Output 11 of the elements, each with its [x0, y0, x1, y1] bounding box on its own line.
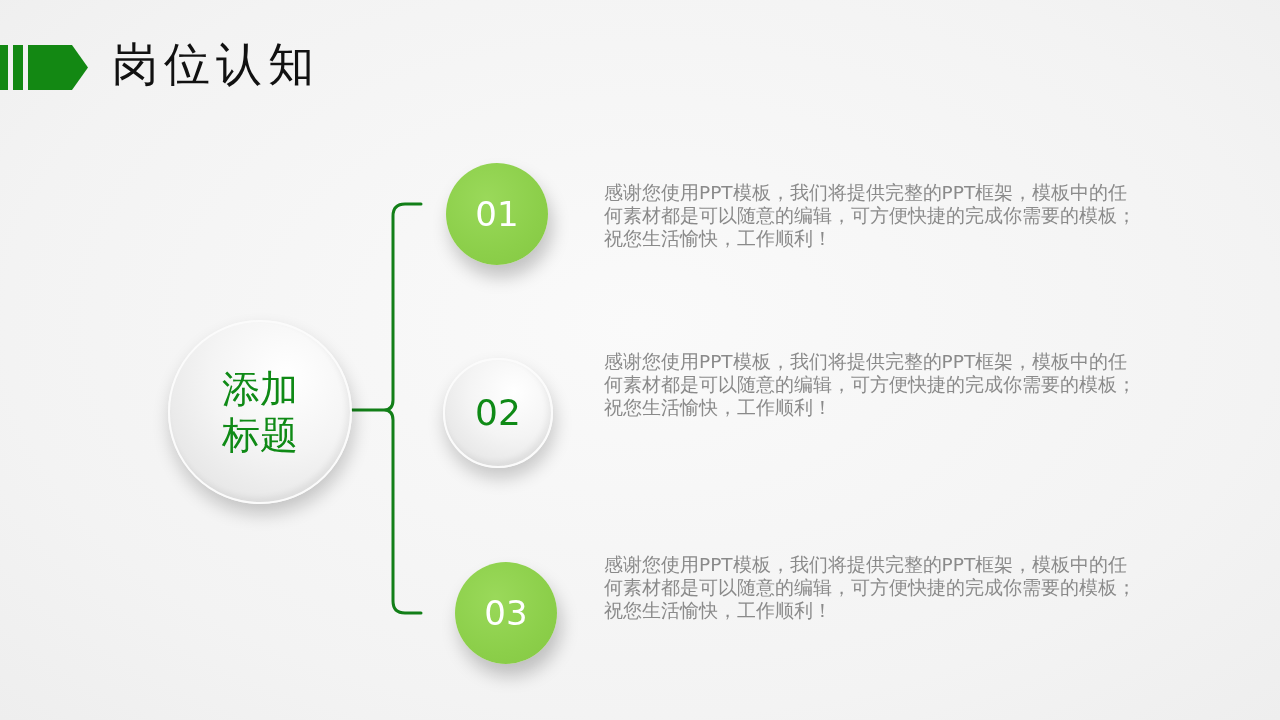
- number-circle: [446, 163, 548, 265]
- slide-title: 岗位认知: [112, 36, 320, 93]
- step-number: 02: [474, 393, 522, 433]
- description-text: 感谢您使用PPT模板，我们将提供完整的PPT框架，模板中的任何素材都是可以随意的编辑，可方便快捷的完成你需要的模板；祝您生活愉快，工作顺利！: [604, 350, 1137, 419]
- step-number: 01: [474, 194, 520, 234]
- topic-title: 添加标题: [221, 366, 299, 458]
- number-circle: [455, 562, 557, 664]
- number-circle: [443, 358, 553, 468]
- step-number: 03: [483, 593, 529, 633]
- description-text: 感谢您使用PPT模板，我们将提供完整的PPT框架，模板中的任何素材都是可以随意的编辑，可方便快捷的完成你需要的模板；祝您生活愉快，工作顺利！: [604, 553, 1137, 622]
- description-text: 感谢您使用PPT模板，我们将提供完整的PPT框架，模板中的任何素材都是可以随意的编辑，可方便快捷的完成你需要的模板；祝您生活愉快，工作顺利！: [604, 181, 1137, 250]
